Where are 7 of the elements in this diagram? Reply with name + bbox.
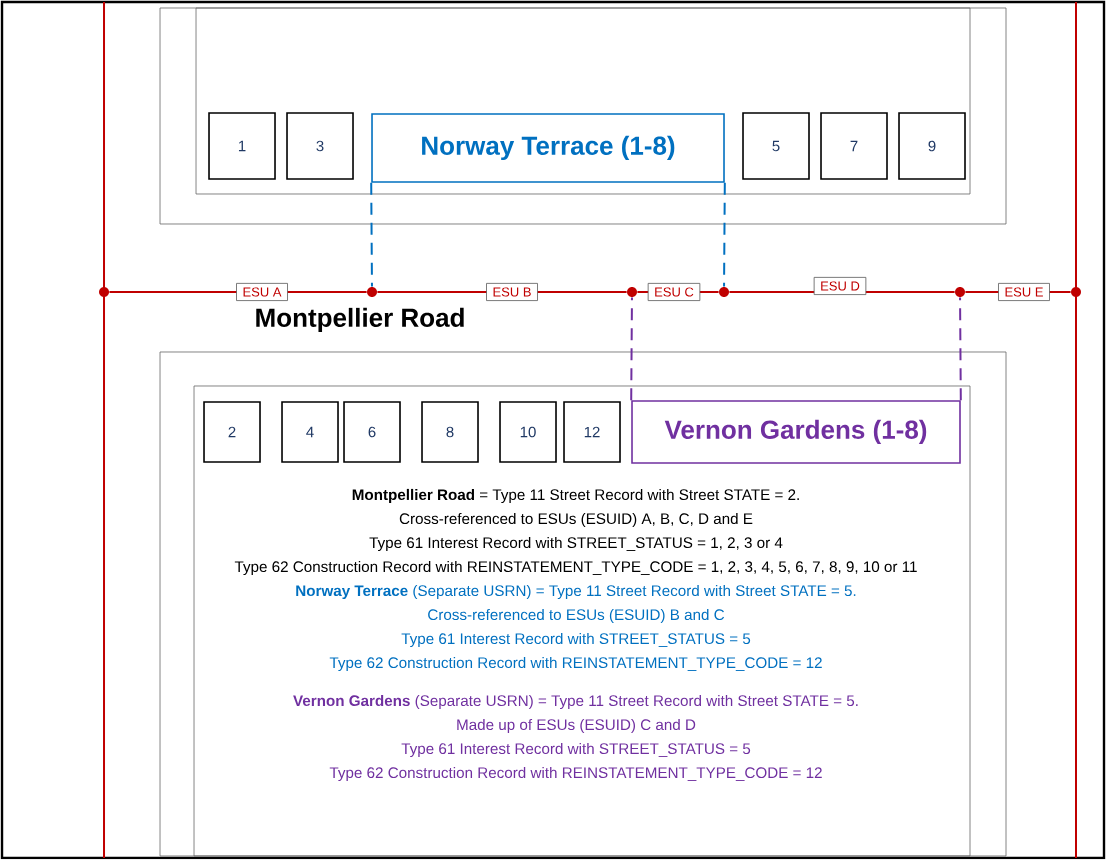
road-name: Montpellier Road xyxy=(256,307,464,333)
street-box: Norway Terrace (1-8) xyxy=(371,113,725,183)
street-box: Vernon Gardens (1-8) xyxy=(631,400,961,464)
connector-line xyxy=(370,181,373,288)
connector-line xyxy=(723,181,726,288)
connector-line xyxy=(630,296,633,402)
connector-line xyxy=(959,296,962,402)
